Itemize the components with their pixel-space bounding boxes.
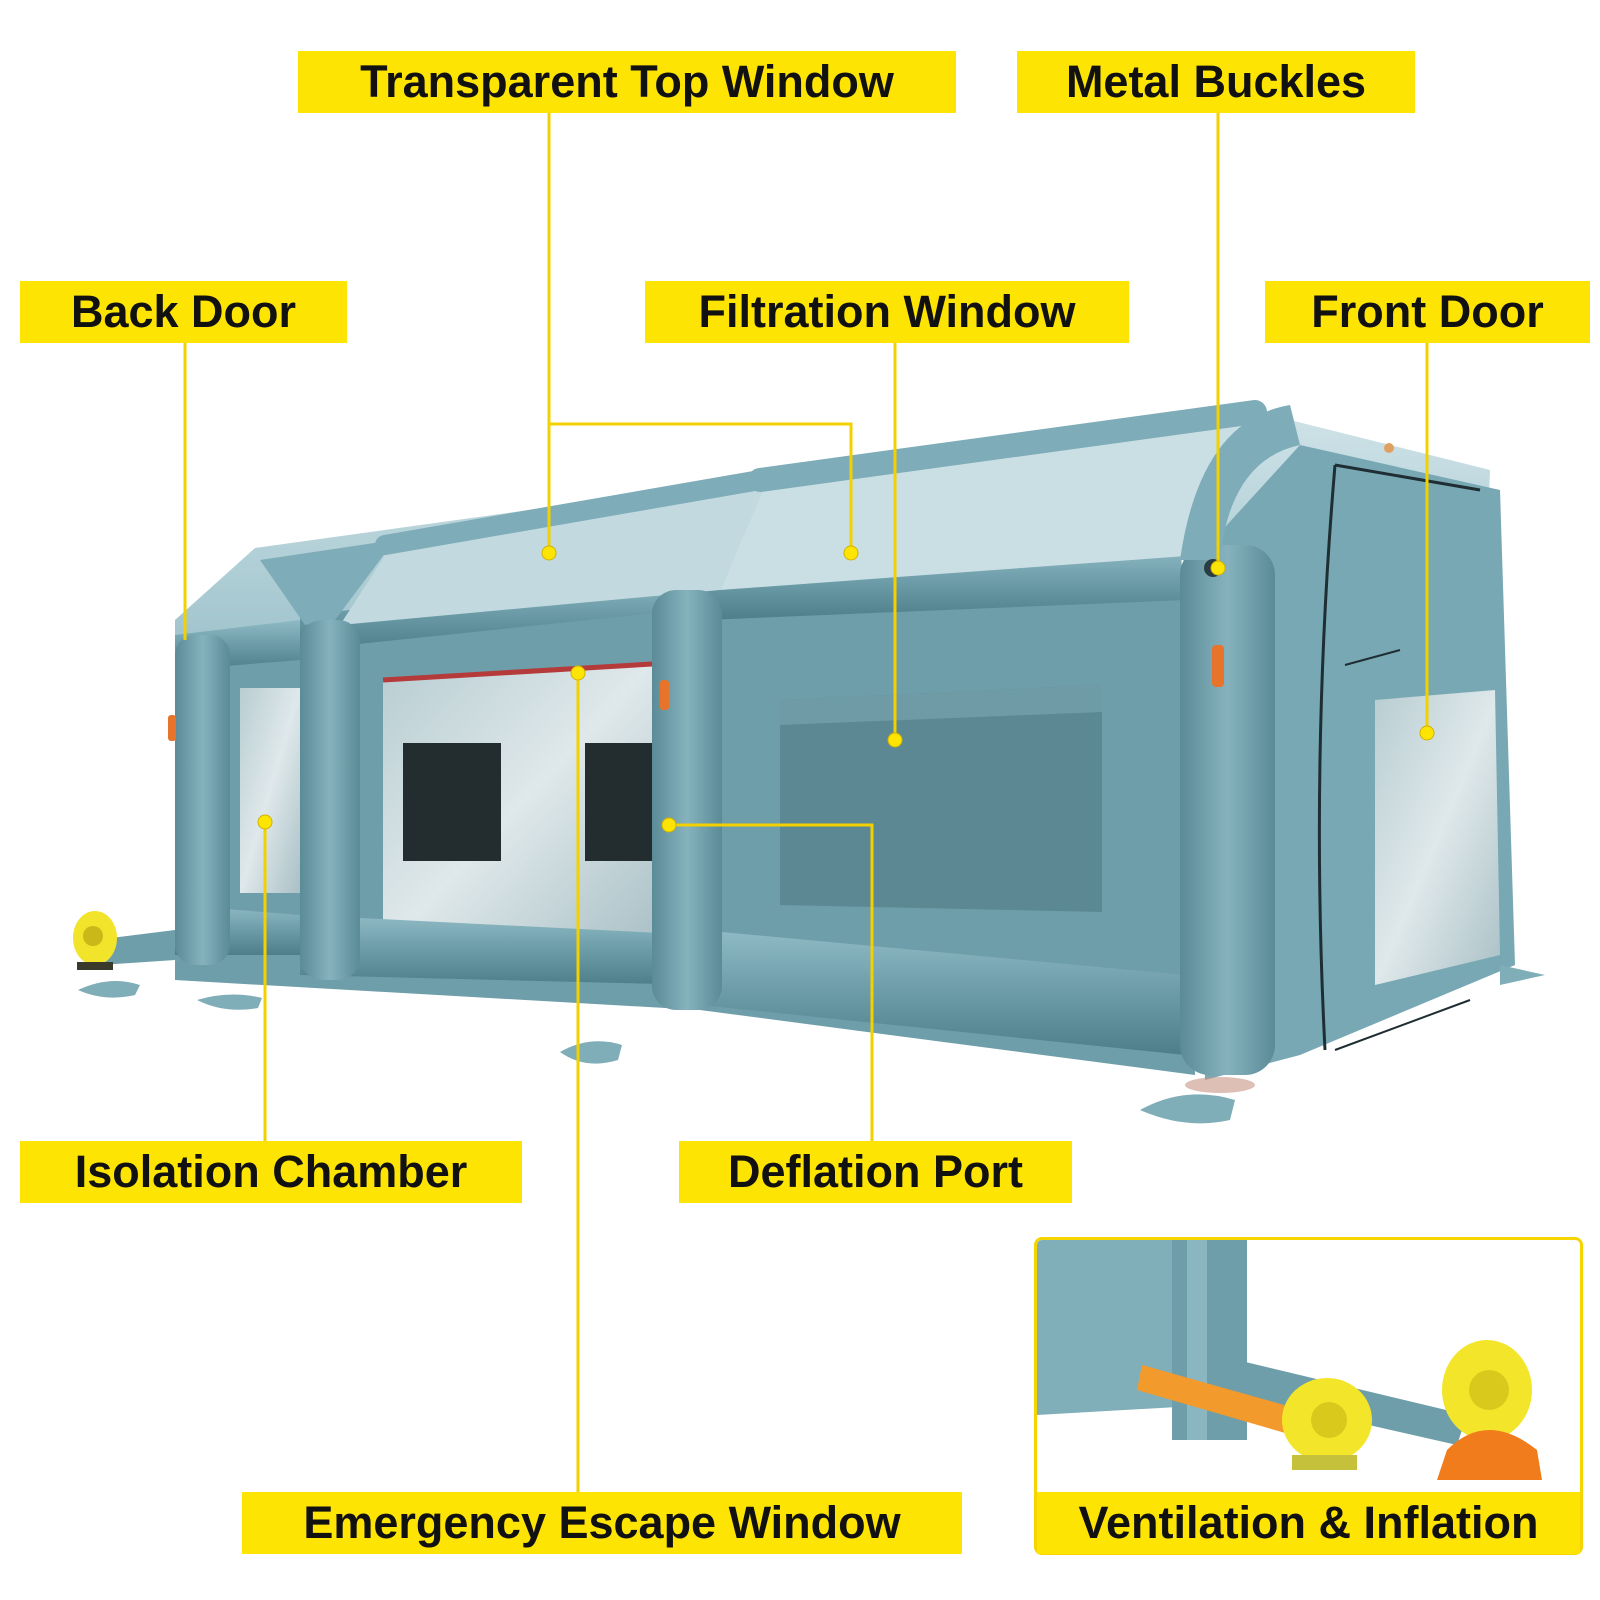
escape-window-panel <box>383 664 652 950</box>
label-isolation-chamber: Isolation Chamber <box>20 1141 522 1203</box>
label-emergency-escape-window: Emergency Escape Window <box>242 1492 962 1554</box>
label-transparent-top-window: Transparent Top Window <box>298 51 956 113</box>
blower-icon <box>1282 1378 1372 1470</box>
label-ventilation-inflation: Ventilation & Inflation <box>1037 1492 1580 1554</box>
sandbag-icon <box>78 965 1545 1124</box>
label-back-door: Back Door <box>20 281 347 343</box>
blower-icon <box>73 911 117 970</box>
label-filtration-window: Filtration Window <box>645 281 1129 343</box>
label-deflation-port: Deflation Port <box>679 1141 1072 1203</box>
label-metal-buckles: Metal Buckles <box>1017 51 1415 113</box>
label-front-door: Front Door <box>1265 281 1590 343</box>
filtration-window-panel <box>780 685 1102 912</box>
blower-icon <box>1437 1340 1542 1480</box>
leader-dots <box>257 545 1435 833</box>
isolation-chamber-window <box>240 688 300 893</box>
leader-lines <box>183 113 1429 1492</box>
front-door-window <box>1375 690 1500 985</box>
spray-booth <box>73 400 1545 1124</box>
